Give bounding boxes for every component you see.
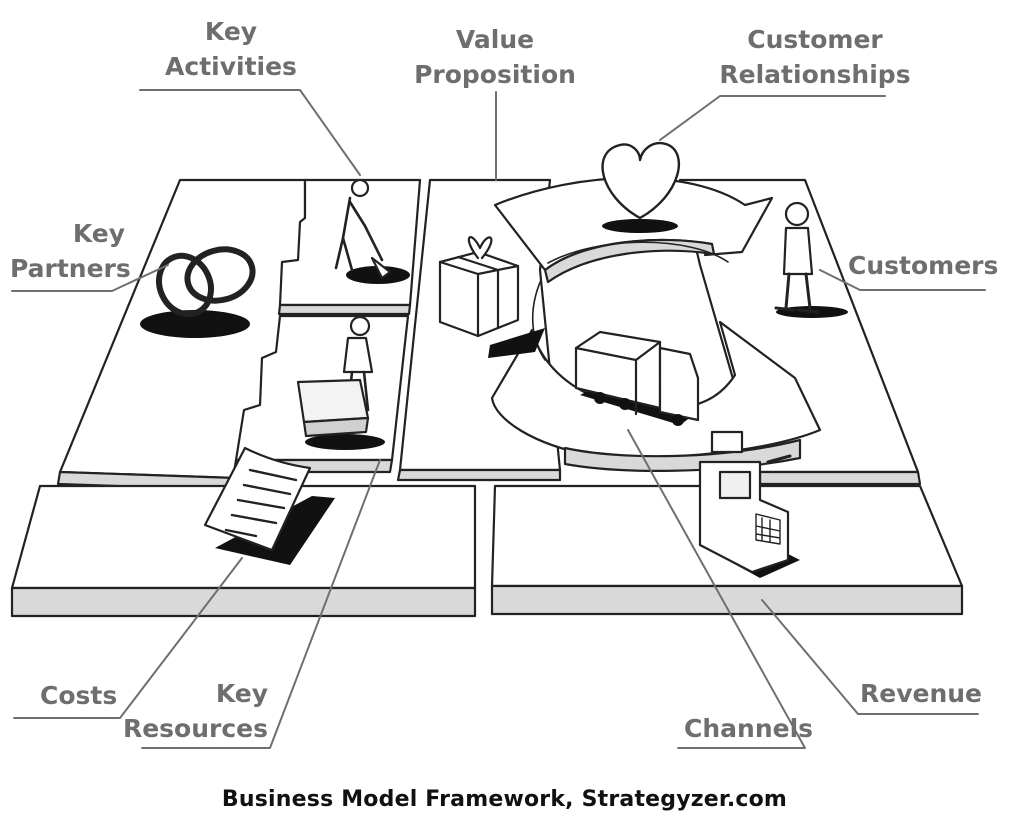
figure-caption: Business Model Framework, Strategyzer.co… — [221, 787, 788, 812]
revenue-label: Revenue — [860, 679, 983, 708]
channels-label: Channels — [684, 714, 814, 743]
worker-person-icon — [296, 315, 385, 450]
revenue-leader — [761, 599, 979, 715]
costs-label: Costs — [40, 681, 118, 710]
costs-leader — [13, 557, 243, 719]
heart-icon — [601, 141, 681, 233]
key-resources-leader — [141, 459, 381, 749]
linked-rings-icon — [140, 246, 256, 338]
leader-lines — [11, 89, 986, 749]
document-icon — [203, 446, 335, 565]
customer-relationships-leader — [659, 95, 886, 141]
gift-box-icon — [438, 236, 545, 358]
customers-leader — [819, 269, 986, 291]
key-activities-leader — [139, 89, 361, 176]
delivery-truck-icon — [574, 330, 700, 426]
digging-person-icon — [334, 178, 410, 284]
cash-register-icon — [698, 430, 800, 578]
standing-person-icon — [774, 201, 848, 318]
customers-label: Customers — [848, 251, 999, 280]
channels-leader — [627, 429, 806, 749]
key-partners-leader — [11, 264, 169, 292]
